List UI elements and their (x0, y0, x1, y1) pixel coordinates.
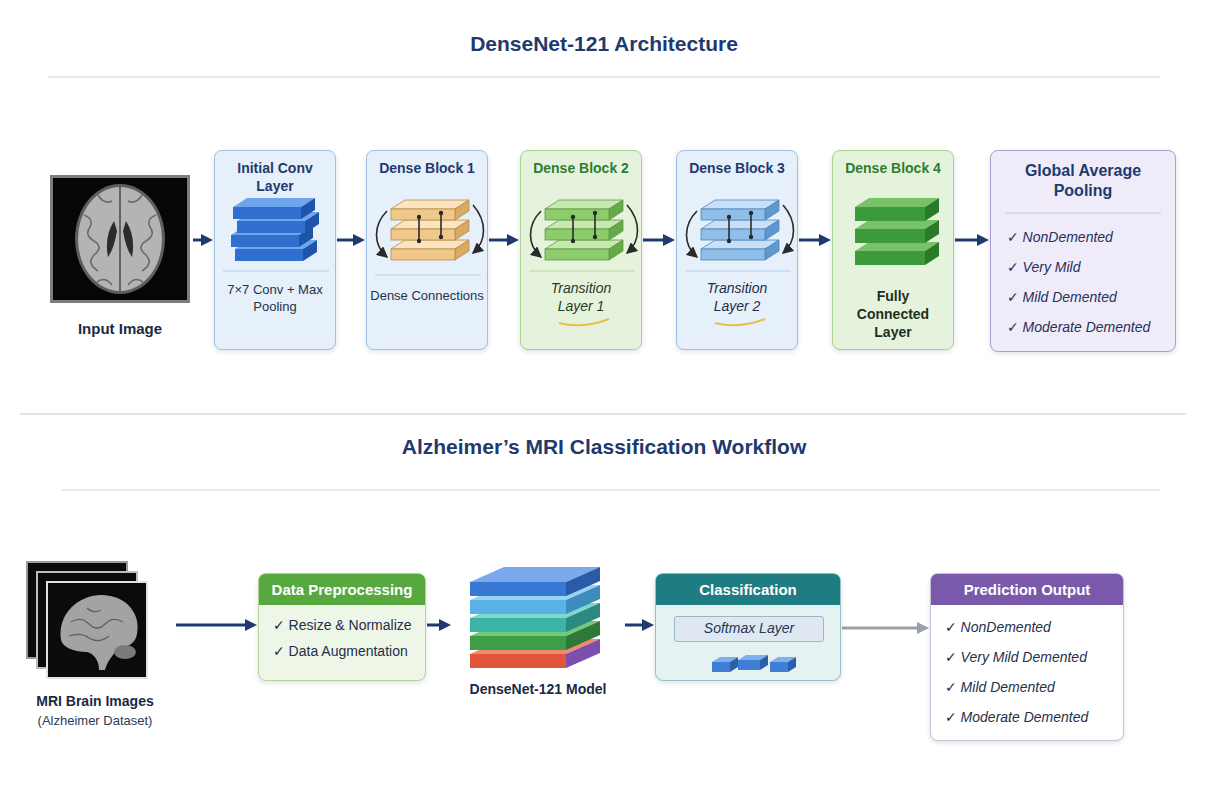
node-text: ✓ Mild Demented (991, 287, 1175, 307)
node-text: Dense Connections (367, 287, 487, 304)
node-heading: Classification (656, 574, 840, 605)
node-text: Transition Layer 2 (677, 279, 797, 315)
label-holder: Alzheimer’s MRI Classification Workflow (0, 434, 1208, 460)
flow-arrow (489, 239, 511, 242)
input-image: Input Image (48, 150, 192, 350)
mri-image-stack (23, 560, 173, 684)
flow-arrow (799, 239, 823, 242)
dense-block-icon (677, 151, 799, 351)
section-divider (20, 413, 1186, 414)
section-rule (62, 489, 1160, 490)
node-heading: MRI Brain Images (15, 692, 175, 710)
pooling-box: Global Average Pooling ✓ NonDemented ✓ Ver… (990, 150, 1176, 352)
node-heading: Input Image (48, 320, 192, 338)
node-text: ✓ NonDemented (991, 227, 1175, 247)
node-heading: Initial Conv Layer (215, 159, 335, 195)
dense-block-box: Dense Block 4 Fully Connected Layer (832, 150, 954, 350)
node-text: ✓ Moderate Demented (991, 317, 1175, 337)
mri-axial-image (50, 175, 190, 303)
title-holder: DenseNet-121 Architecture (0, 31, 1208, 57)
node-text: ✓ Moderate Demented (931, 707, 1123, 727)
section-rule (48, 76, 1160, 77)
dense-block-box: Dense Block 3 Transition Layer 2 (676, 150, 798, 350)
softmax-box: Softmax Layer (674, 616, 824, 642)
node-heading: Data Preprocessing (259, 574, 425, 605)
dataset-images: MRI Brain Images (Alzheimer Dataset) (15, 560, 175, 729)
flow-arrow (842, 627, 921, 630)
model-figure: DenseNet-121 Model (452, 556, 624, 706)
node-text: (Alzheimer Dataset) (15, 712, 175, 729)
node-heading: Prediction Output (931, 574, 1123, 605)
model-layer-stack (462, 558, 614, 676)
node-text: Fully Connected Layer (833, 287, 953, 341)
node-heading: Dense Block 2 (521, 159, 641, 195)
dense-block-icon (521, 151, 643, 351)
flow-arrow (625, 624, 646, 627)
dense-block-box: Dense Block 1 Dense Connections (366, 150, 488, 350)
layer-box: Initial Conv Layer 7×7 Conv + Max Pooling (214, 150, 336, 350)
node-text: 7×7 Conv + Max Pooling (215, 281, 335, 315)
flow-arrow (427, 624, 443, 627)
node-text: ✓ Data Augmentation (259, 641, 425, 661)
section-title: Alzheimer’s MRI Classification Workflow (0, 434, 1208, 460)
node-heading: Dense Block 1 (367, 159, 487, 195)
dense-block-icon (367, 151, 489, 351)
node-text: ✓ NonDemented (931, 617, 1123, 637)
node-text: ✓ Very Mild (991, 257, 1175, 277)
node-heading: Softmax Layer (675, 617, 823, 637)
classification-box: ClassificationSoftmax Layer (655, 573, 841, 681)
node-heading: Dense Block 3 (677, 159, 797, 195)
flow-arrow (193, 239, 205, 242)
flow-arrow (643, 239, 667, 242)
node-text: ✓ Resize & Normalize (259, 615, 425, 635)
node-text: Transition Layer 1 (521, 279, 641, 315)
preprocessing-box: Data Preprocessing ✓ Resize & Normalize ✓ … (258, 573, 426, 681)
flow-arrow (176, 624, 249, 627)
prediction-box: Prediction Output ✓ NonDemented ✓ Very Mil… (930, 573, 1124, 741)
node-heading: Dense Block 4 (833, 159, 953, 195)
node-text: ✓ Mild Demented (931, 677, 1123, 697)
flow-arrow (337, 239, 357, 242)
flow-arrow (955, 239, 981, 242)
node-heading: Global Average Pooling (991, 161, 1175, 201)
diagram-title: DenseNet-121 Architecture (0, 31, 1208, 57)
node-text: ✓ Very Mild Demented (931, 647, 1123, 667)
dense-block-box: Dense Block 2 Transition Layer 1 (520, 150, 642, 350)
node-heading: DenseNet-121 Model (452, 680, 624, 698)
